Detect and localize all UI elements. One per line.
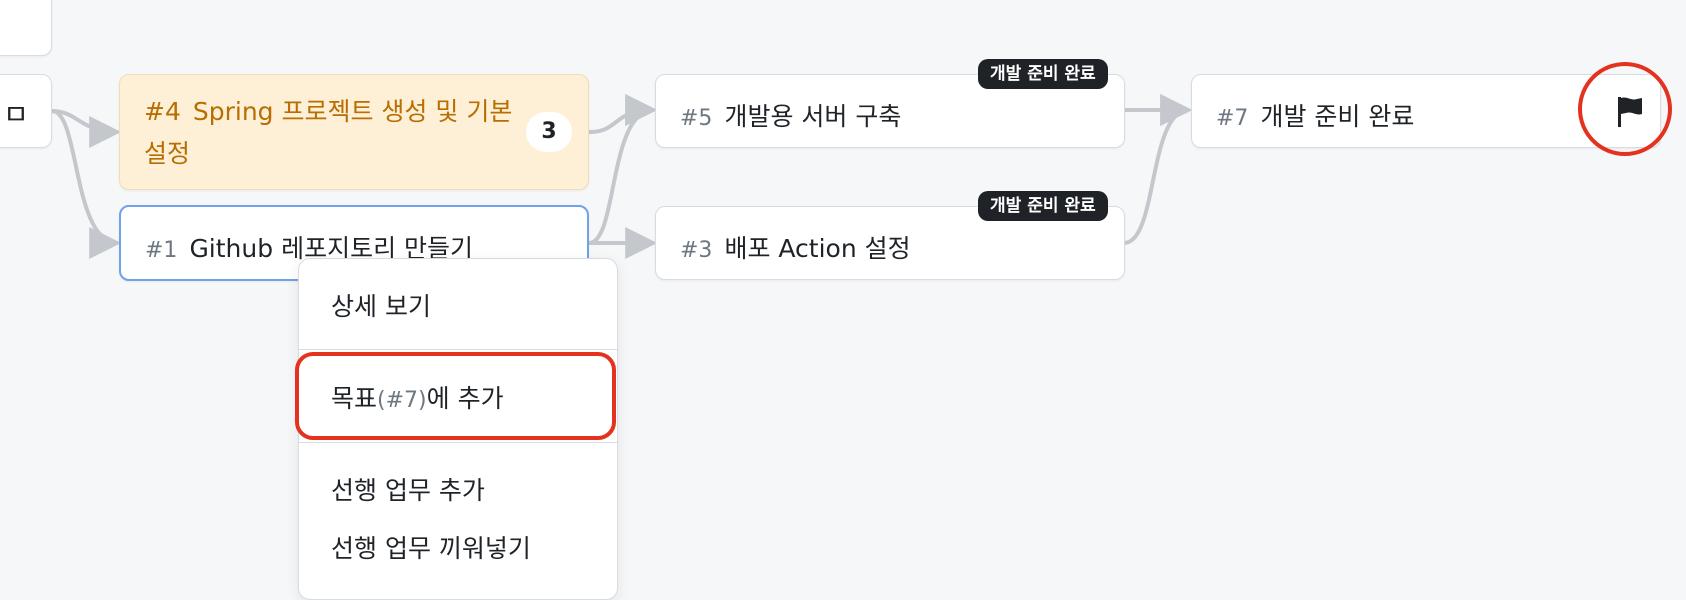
menu-divider: [299, 442, 617, 443]
menu-item-add-predecessor[interactable]: 선행 업무 추가: [331, 476, 485, 505]
task-node-4[interactable]: #4 Spring 프로젝트 생성 및 기본 설정 3: [119, 74, 589, 190]
task-title: 개발 준비 완료: [1260, 102, 1415, 131]
edge-4-to-5: [588, 94, 658, 134]
task-number: #5: [680, 106, 713, 131]
start-node[interactable]: ㅁ: [0, 74, 52, 148]
milestone-badge: 개발 준비 완료: [978, 191, 1108, 221]
task-title: 배포 Action 설정: [724, 234, 911, 263]
task-title: Spring 프로젝트 생성 및 기본: [192, 97, 513, 126]
menu-item-label: 에 추가: [426, 384, 504, 413]
task-title: 개발용 서버 구축: [724, 102, 902, 131]
milestone-badge: 개발 준비 완료: [978, 59, 1108, 89]
task-number: #7: [1216, 106, 1249, 131]
menu-item-view-details[interactable]: 상세 보기: [331, 292, 431, 321]
menu-divider: [299, 349, 617, 350]
edge-start-to-4: [51, 109, 122, 148]
goal-reference: (#7): [377, 388, 427, 413]
menu-item-label: 목표: [331, 384, 378, 413]
edge-3-to-7: [1123, 94, 1193, 245]
edge-start-to-1: [51, 109, 122, 259]
menu-item-insert-predecessor[interactable]: 선행 업무 끼워넣기: [331, 534, 531, 563]
task-title-line2: 설정: [144, 139, 191, 168]
menu-highlight-box: [295, 352, 616, 440]
flag-highlight-circle: [1578, 62, 1672, 156]
task-number: #4: [144, 97, 181, 126]
edge-1-to-5: [588, 94, 658, 245]
task-number: #1: [145, 238, 178, 263]
context-menu: 상세 보기 목표(#7)에 추가 선행 업무 추가 선행 업무 끼워넣기: [298, 258, 618, 600]
task-number: #3: [680, 238, 713, 263]
menu-item-add-to-goal[interactable]: 목표(#7)에 추가: [331, 379, 504, 415]
offscreen-card[interactable]: [0, 0, 52, 56]
subtask-count-badge: 3: [526, 112, 572, 152]
start-node-icon: ㅁ: [3, 98, 29, 131]
